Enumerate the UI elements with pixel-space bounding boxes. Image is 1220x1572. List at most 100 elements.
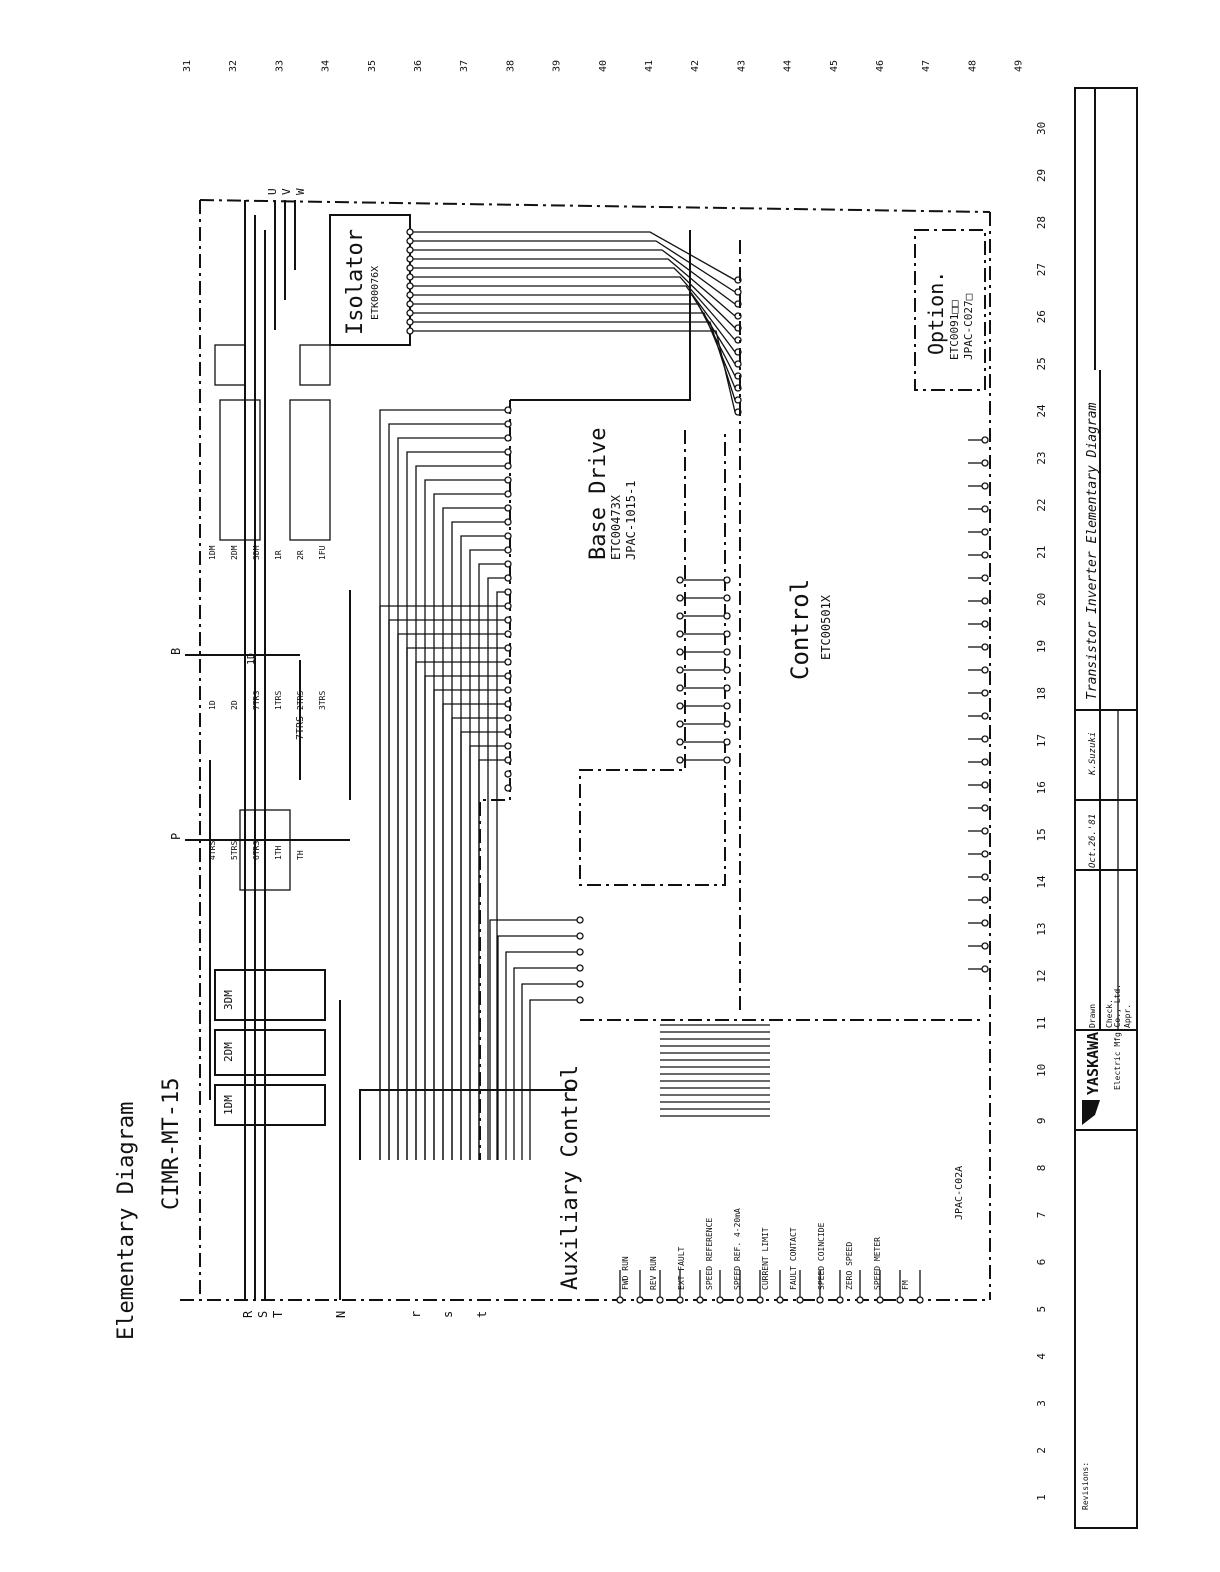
terminal <box>981 873 989 881</box>
wire <box>496 591 505 1160</box>
terminal <box>723 594 731 602</box>
aux-signal-label: SPEED REF. 4-20mA <box>733 1208 742 1290</box>
base-drive-wiring <box>379 406 512 1160</box>
terminal <box>981 551 989 559</box>
wire <box>413 303 736 377</box>
wire <box>388 619 505 1160</box>
auxiliary-title: Auxiliary Control <box>558 1065 583 1290</box>
terminal-b: B <box>169 648 183 655</box>
component-label: TH <box>296 850 305 860</box>
grid-number: 7 <box>1035 1212 1048 1219</box>
terminal <box>981 436 989 444</box>
grid-number: 1 <box>1035 1494 1048 1501</box>
aux-signal-label: CURRENT LIMIT <box>761 1227 770 1290</box>
terminal <box>981 758 989 766</box>
terminal <box>504 518 512 526</box>
terminal <box>856 1296 864 1304</box>
wire <box>497 935 578 1160</box>
base-drive-part: ETC00473X <box>609 494 623 560</box>
wire <box>469 745 505 1160</box>
wire <box>413 330 736 413</box>
wire <box>424 675 505 1160</box>
wire <box>478 563 505 1160</box>
component-label: 4TRS <box>208 841 217 860</box>
terminal <box>504 728 512 736</box>
wire <box>460 731 505 1160</box>
terminal <box>723 576 731 584</box>
terminal <box>504 420 512 428</box>
terminal <box>406 309 414 317</box>
grid-number: 47 <box>921 60 932 72</box>
check-label: Check. <box>1105 999 1114 1028</box>
wire <box>442 703 505 1160</box>
grid-number: 10 <box>1035 1064 1048 1077</box>
terminal <box>981 459 989 467</box>
grid-number: 31 <box>182 60 193 72</box>
grid-number: 15 <box>1035 828 1048 841</box>
terminal <box>504 434 512 442</box>
aux-signal-label: SPEED COINCIDE <box>817 1222 826 1290</box>
terminal <box>504 742 512 750</box>
terminal <box>406 291 414 299</box>
terminal <box>504 658 512 666</box>
aux-signal-label: FAULT CONTACT <box>789 1227 798 1290</box>
grid-number: 17 <box>1035 734 1048 747</box>
terminal <box>676 1296 684 1304</box>
grid-number: 45 <box>829 60 840 72</box>
component-label: 5TRS <box>230 841 239 860</box>
aux-signal-label: SPEED REFERENCE <box>705 1218 714 1290</box>
drawn-by: K.Suzuki <box>1088 732 1098 776</box>
component-label: 7TRS <box>252 691 261 710</box>
terminal-p: P <box>169 833 183 840</box>
terminal <box>676 648 684 656</box>
terminal-aux-s: s <box>441 1311 455 1318</box>
terminal <box>756 1296 764 1304</box>
terminal-v: V <box>280 188 293 195</box>
component-label: 2R <box>296 550 305 560</box>
terminal <box>406 282 414 290</box>
terminal-u: U <box>266 188 279 195</box>
option-part: ETC0091□□ <box>948 300 961 360</box>
terminal <box>723 612 731 620</box>
grid-number: 11 <box>1035 1017 1048 1030</box>
grid-number: 36 <box>413 60 424 72</box>
terminal-w: W <box>294 188 307 195</box>
grid-number: 18 <box>1035 687 1048 700</box>
terminal <box>734 288 742 296</box>
base-drive-title: Base Drive <box>586 428 611 560</box>
svg-text:2DM: 2DM <box>222 1042 235 1062</box>
terminal <box>676 702 684 710</box>
wire <box>413 267 736 329</box>
terminal <box>504 574 512 582</box>
terminal <box>576 932 584 940</box>
wire <box>505 951 578 1160</box>
base-drive-pac: JPAC-1015-1 <box>624 481 638 560</box>
terminal <box>981 620 989 628</box>
component-label: 2D <box>230 700 239 710</box>
grid-number: 9 <box>1035 1117 1048 1124</box>
aux-signal-label: ZERO SPEED <box>845 1242 854 1290</box>
terminal <box>896 1296 904 1304</box>
svg-text:1DM: 1DM <box>222 1095 235 1115</box>
grid-number: 27 <box>1035 263 1048 276</box>
wire <box>379 605 505 1160</box>
control-title: Control <box>786 579 814 680</box>
terminal <box>676 684 684 692</box>
terminal-t: T <box>271 1311 285 1318</box>
terminal <box>676 756 684 764</box>
terminal <box>504 630 512 638</box>
terminal <box>504 448 512 456</box>
terminal <box>406 300 414 308</box>
terminal <box>504 476 512 484</box>
terminal <box>406 327 414 335</box>
terminal <box>576 980 584 988</box>
component-label: 1FU <box>318 545 327 560</box>
grid-number: 48 <box>967 60 978 72</box>
component-label: 3TRS <box>318 691 327 710</box>
grid-number: 5 <box>1035 1306 1048 1313</box>
terminal <box>504 406 512 414</box>
component-label: 1TH <box>274 845 283 860</box>
wire <box>413 231 736 281</box>
